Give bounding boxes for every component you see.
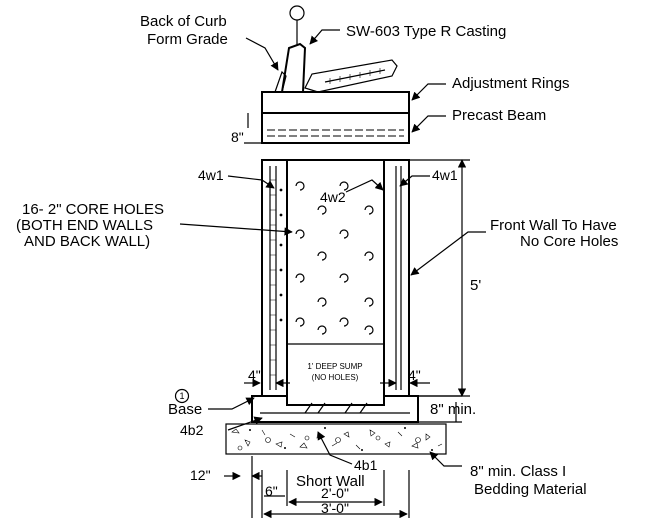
label-4w1-right: 4w1 [432,167,458,183]
dim-8in-beam: 8" [231,129,244,145]
dim-8in-min: 8" min. [430,401,476,418]
base-marker-circle [174,388,190,404]
label-4b2: 4b2 [180,422,204,438]
label-short-wall: Short Wall [296,473,365,490]
curb-casting [280,42,307,93]
sump-label-line1: 1' DEEP SUMP [307,362,362,371]
casting-assembly [274,5,398,93]
label-form-grade: Form Grade [147,31,228,48]
leader-lines [179,29,486,467]
dimension-lines [224,113,470,518]
label-4b1: 4b1 [354,457,378,473]
base-marker-number: 1 [179,391,184,401]
label-back-of-curb: Back of Curb [140,13,227,30]
grate-casting [304,59,398,93]
sump-label-line2: (NO HOLES) [312,373,359,382]
dim-12in: 12" [190,467,211,483]
label-bedding-2: Bedding Material [474,481,587,498]
base-slab [251,395,419,423]
label-4w1-left: 4w1 [198,167,224,183]
label-bedding-1: 8" min. Class I [470,463,566,480]
dim-4in-left: 4" [248,367,261,383]
label-casting: SW-603 Type R Casting [346,23,506,40]
dim-3ft: 3'-0" [321,500,349,516]
dim-2ft: 2'-0" [321,485,349,501]
bedding-material [225,423,447,455]
label-precast-beam: Precast Beam [452,107,546,124]
dim-4in-right: 4" [408,367,421,383]
adjustment-rings [261,91,410,114]
label-front-wall-1: Front Wall To Have [490,217,617,234]
label-base: Base [168,401,202,418]
label-core-holes-1: 16- 2" CORE HOLES [22,201,164,218]
sump-area: 1' DEEP SUMP (NO HOLES) [287,343,384,382]
label-adjustment-rings: Adjustment Rings [452,75,570,92]
dim-5ft: 5' [470,277,481,294]
label-core-holes-2: (BOTH END WALLS [16,217,153,234]
casting-pin-circle [289,5,305,21]
dim-6in: 6" [265,483,278,499]
left-wall [261,159,288,397]
label-core-holes-3: AND BACK WALL) [24,233,150,250]
precast-beam [261,112,410,144]
label-front-wall-2: No Core Holes [520,233,618,250]
label-4w2: 4w2 [320,189,346,205]
interior-core-holes [295,181,374,335]
